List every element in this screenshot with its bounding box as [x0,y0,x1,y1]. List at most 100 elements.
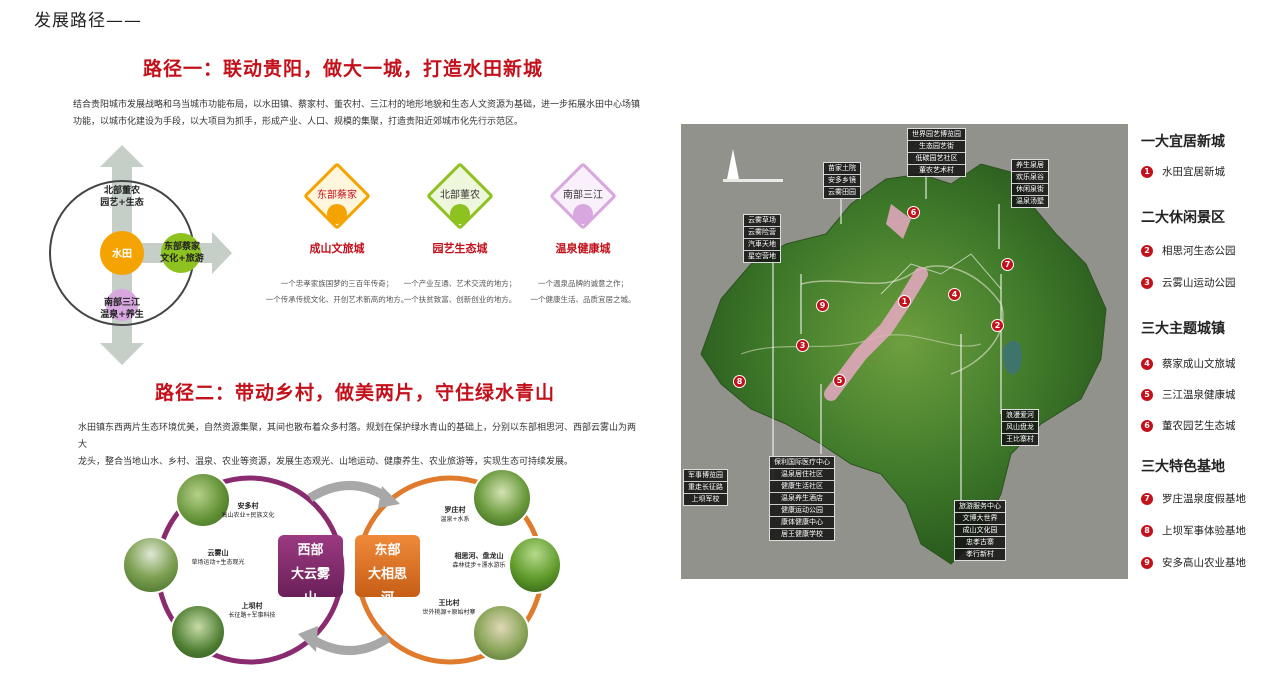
town-diamond-label: 东部蔡家 [317,190,357,201]
tag-line: 康体健康中心 [770,517,834,529]
tag-line: 苗家土院 [824,163,860,175]
map-marker-3: 3 [796,339,809,352]
legend-label: 水田宜居新城 [1162,166,1225,178]
two-areas-diagram: 安多村 高山农业+民族文化 云雾山 草场运动+生态观光 上坝村 长征路+军事科技… [120,458,565,676]
map-terrain [681,124,1128,579]
path1-title: 路径一：联动贵阳，做大一城，打造水田新城 [143,58,544,80]
tag-line: 成山文化园 [955,525,1005,537]
tag-line: 温泉养生酒店 [770,493,834,505]
direction-compass-diagram: 北部董农 园艺+生态 水田 东部蔡家 文化+旅游 南部三江 温泉+养生 [40,145,240,365]
west-box-line3: 山 [278,587,343,597]
map-tag-river: 浪漫爱河 风山盘龙 王比寨村 [1001,409,1039,446]
tag-line: 星空营地 [748,252,776,260]
tag-line: 上坝军校 [691,495,720,503]
tag-line: 居王健康学校 [781,530,823,538]
town-dot [327,204,347,224]
tag-line: 安多乡镜 [824,175,860,187]
village-sub: 长征路+军事科技 [228,612,276,619]
village-sub: 草场运动+生态观光 [191,559,245,566]
legend-num: 5 [1141,388,1153,401]
map-marker-5: 5 [833,374,846,387]
luozhuang-photo [472,468,532,528]
compass-north-sub: 园艺+生态 [100,198,144,208]
tag-line: 云雾险营 [744,227,780,239]
planning-map: 世界园艺博览园 生态园艺街 低碳园艺社区 董农艺术村 苗家土院 安多乡镜 云雾田… [681,124,1128,579]
west-area-box: 西部 大云雾 山 [278,535,343,597]
anduo-photo [175,472,231,528]
tag-line: 世界园艺博览园 [908,129,965,141]
tag-line: 浪漫爱河 [1002,410,1038,422]
legend-label: 蔡家成山文旅城 [1162,358,1236,370]
map-tag-health: 保利国际医疗中心 温泉居住社区 健康生活社区 温泉养生酒店 健康运动公园 康体健… [769,456,835,541]
village-name: 上坝村 [241,602,263,610]
town-item: 南部三江 温泉健康城 一个温泉品牌的诚意之作； 一个健康生活、品质宜居之城。 [523,162,643,318]
compass-south-sub: 温泉+养生 [100,310,144,320]
east-village-item: 相思河、盘龙山 森林徒步+漂水游乐 [444,551,514,571]
tag-line: 休闲泉街 [1012,184,1048,196]
path1-para-line1: 结合贵阳城市发展战略和乌当城市功能布局，以水田镇、蔡家村、董农村、三江村的地形地… [73,100,641,110]
town-desc-line2: 一个扶贫致富、创新创业的地方。 [403,295,517,304]
tag-line: 文博大世界 [955,513,1005,525]
compass-arrows [49,145,232,365]
town-dot [450,204,470,224]
tag-line: 健康生活社区 [770,481,834,493]
west-village-item: 云雾山 草场运动+生态观光 [178,548,258,568]
legend-label: 云雾山运动公园 [1162,277,1236,289]
town-item: 北部董农 园艺生态城 一个产业互通、艺术交流的地方； 一个扶贫致富、创新创业的地… [400,162,520,318]
town-diamond-label: 南部三江 [563,190,603,201]
path2-para-line2: 龙头，整合当地山水、乡村、温泉、农业等资源，发展生态观光、山地运动、健康养生、农… [78,457,574,467]
legend-num: 4 [1141,357,1153,370]
tag-line: 王比寨村 [1006,435,1034,443]
east-box-line2: 大相思 [367,567,407,582]
page-title: 发展路径—— [34,11,142,31]
compass-east-label: 东部蔡家 [163,242,200,252]
map-tag-yunwu: 云雾草场 云雾险营 汽車天地 星空营地 [743,214,781,263]
legend-num: 6 [1141,419,1153,432]
legend-heading: 三大主题城镇 [1141,321,1225,337]
map-marker-6: 6 [907,206,920,219]
tag-line: 军事博览园 [684,470,727,482]
legend-item: 6 董农园艺生态城 [1141,418,1236,433]
map-marker-8: 8 [733,375,746,388]
village-sub: 温泉+水系 [440,516,470,523]
town-desc-line2: 一个健康生活、品质宜居之城。 [530,295,636,304]
tag-line: 云雾草场 [744,215,780,227]
towns-row: 东部蔡家 成山文旅城 一个忠孝家族国梦的三百年传奇； 一个传承传统文化、开创艺术… [257,162,657,318]
legend-label: 罗庄温泉度假基地 [1162,493,1246,505]
compass-south-label: 南部三江 [103,298,140,308]
xiangsi-photo [508,536,562,594]
tag-line: 忠孝古寨 [955,537,1005,549]
town-desc-line1: 一个温泉品牌的诚意之作； [538,279,628,288]
map-marker-9: 9 [816,299,829,312]
tag-line: 养生泉居 [1012,160,1048,172]
legend-label: 董农园艺生态城 [1162,420,1236,432]
town-desc-line1: 一个忠孝家族国梦的三百年传奇； [280,279,394,288]
legend-label: 相思河生态公园 [1162,245,1236,257]
legend-heading: 二大休闲景区 [1141,210,1225,226]
legend-item: 4 蔡家成山文旅城 [1141,356,1236,371]
east-area-box: 东部 大相思 河 [355,535,420,597]
map-marker-2: 2 [991,319,1004,332]
legend-num: 7 [1141,492,1153,505]
town-name: 成山文旅城 [309,242,365,255]
shangba-photo [170,604,226,660]
path1-paragraph: 结合贵阳城市发展战略和乌当城市功能布局，以水田镇、蔡家村、董农村、三江村的地形地… [73,97,673,131]
legend-heading: 三大特色基地 [1141,459,1225,475]
village-name: 罗庄村 [444,506,466,514]
east-box-line1: 东部 [374,543,401,558]
village-name: 王比村 [438,599,460,607]
west-village-item: 安多村 高山农业+民族文化 [218,501,278,521]
village-sub: 森林徒步+漂水游乐 [452,562,506,569]
village-name: 云雾山 [207,549,229,557]
map-marker-4: 4 [948,288,961,301]
village-sub: 高山农业+民族文化 [221,512,275,519]
east-village-item: 罗庄村 温泉+水系 [430,505,480,525]
west-box-line2: 大云雾 [290,567,330,582]
tag-line: 董农艺术村 [919,166,954,174]
path2-para-line1: 水田镇东西两片生态环境优美，自然资源集聚，其间也散布着众多村落。规划在保护绿水青… [78,423,637,450]
